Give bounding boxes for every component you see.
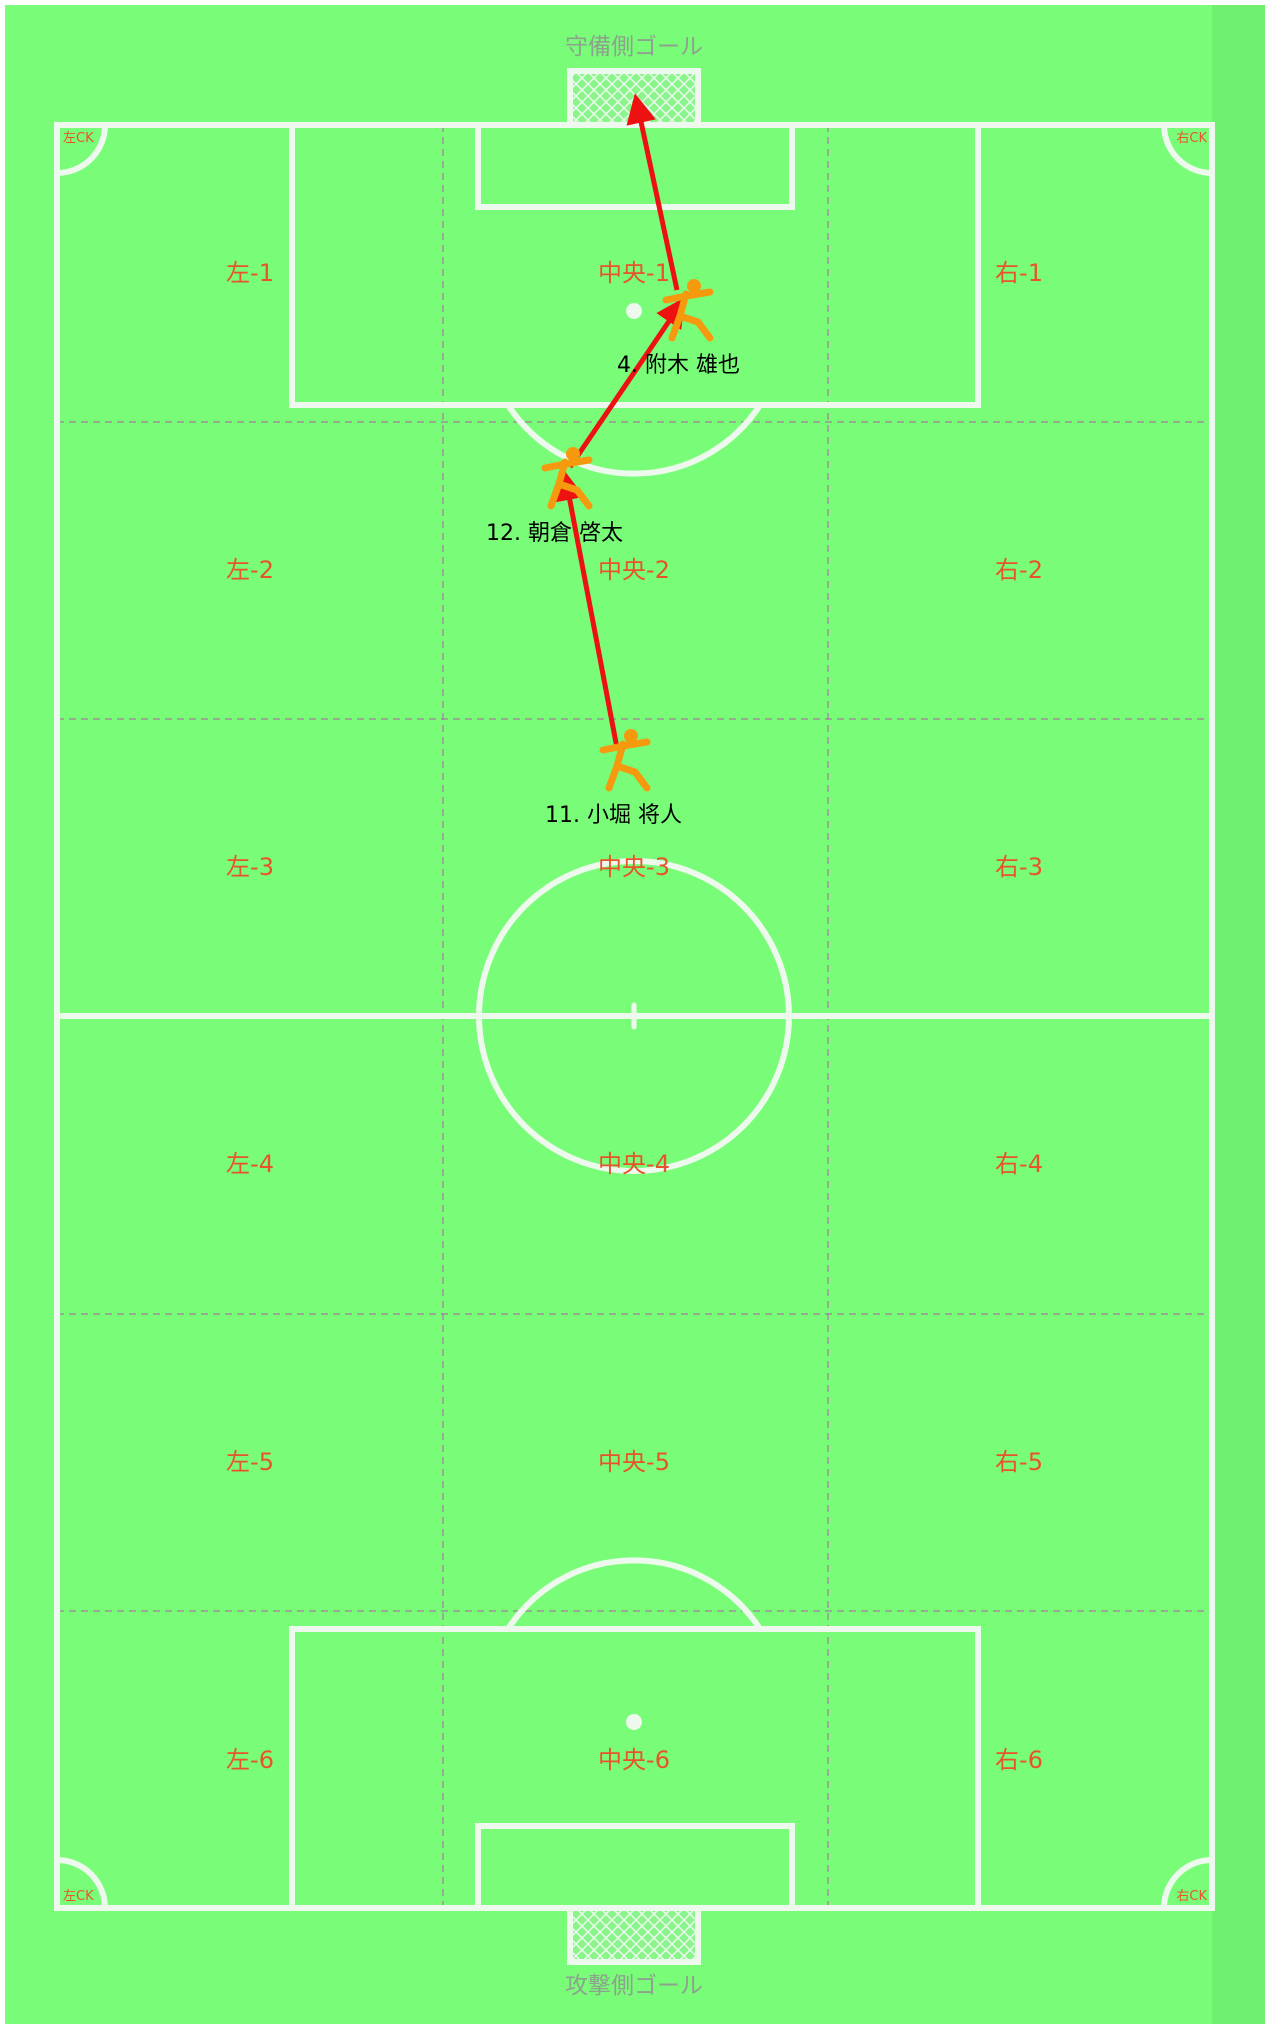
zone-label[interactable]: 中央-2 <box>598 556 670 584</box>
bottom-goal-net <box>567 1905 701 1965</box>
zone-label[interactable]: 右-3 <box>995 853 1043 881</box>
zone-label[interactable]: 右-5 <box>995 1448 1043 1476</box>
zone-label[interactable]: 左-6 <box>226 1746 274 1774</box>
zone-label[interactable]: 右-6 <box>995 1746 1043 1774</box>
pass-arrow <box>555 470 620 749</box>
bottom-goal-label: 攻撃側ゴール <box>565 1973 703 1999</box>
top-goal-net <box>567 68 701 128</box>
zone-label[interactable]: 中央-6 <box>598 1746 670 1774</box>
corner-label-bottom-right: 右CK <box>1176 1889 1207 1904</box>
zone-label[interactable]: 左-4 <box>226 1150 274 1178</box>
corner-arc-bottom-left <box>54 1857 108 1911</box>
running-player-icon <box>599 729 651 792</box>
running-player-icon <box>662 279 714 342</box>
top-goal-label: 守備側ゴール <box>565 34 703 60</box>
zone-label[interactable]: 右-4 <box>995 1150 1043 1178</box>
zone-label[interactable]: 右-1 <box>995 259 1043 287</box>
zone-label[interactable]: 中央-5 <box>598 1448 670 1476</box>
top-penalty-arc <box>505 402 763 477</box>
zone-labels: 左-1 中央-1 右-1 左-2 中央-2 右-2 左-3 中央-3 右-3 左… <box>226 259 1043 1774</box>
zone-label[interactable]: 右-2 <box>995 556 1043 584</box>
pass-arrow <box>567 296 686 469</box>
corner-label-top-right: 右CK <box>1176 131 1207 146</box>
center-circle <box>476 858 792 1174</box>
player-label: 4. 附木 雄也 <box>617 353 740 378</box>
corner-arc-bottom-right <box>1161 1857 1215 1911</box>
zone-label[interactable]: 中央-4 <box>598 1150 670 1178</box>
pass-arrow <box>626 93 680 291</box>
player-label: 12. 朝倉 啓太 <box>486 521 623 546</box>
player-marker[interactable]: 11. 小堀 将人 <box>545 729 682 828</box>
corner-arc-top-left <box>54 122 108 176</box>
zone-label[interactable]: 中央-1 <box>598 259 670 287</box>
player-marker[interactable]: 4. 附木 雄也 <box>617 279 740 378</box>
bottom-penalty-arc <box>505 1557 763 1632</box>
player-marker[interactable]: 12. 朝倉 啓太 <box>486 447 623 546</box>
running-player-icon <box>541 447 593 510</box>
top-penalty-spot <box>626 303 642 319</box>
pass-arrows <box>555 93 686 749</box>
zone-label[interactable]: 中央-3 <box>598 853 670 881</box>
zone-label[interactable]: 左-2 <box>226 556 274 584</box>
zone-label[interactable]: 左-3 <box>226 853 274 881</box>
zone-label[interactable]: 左-1 <box>226 259 274 287</box>
zone-label[interactable]: 左-5 <box>226 1448 274 1476</box>
bottom-penalty-spot <box>626 1714 642 1730</box>
player-label: 11. 小堀 将人 <box>545 803 682 828</box>
field-right-strip <box>1212 5 1265 2024</box>
corner-label-top-left: 左CK <box>63 131 94 146</box>
corner-arc-top-right <box>1161 122 1215 176</box>
corner-label-bottom-left: 左CK <box>63 1889 94 1904</box>
